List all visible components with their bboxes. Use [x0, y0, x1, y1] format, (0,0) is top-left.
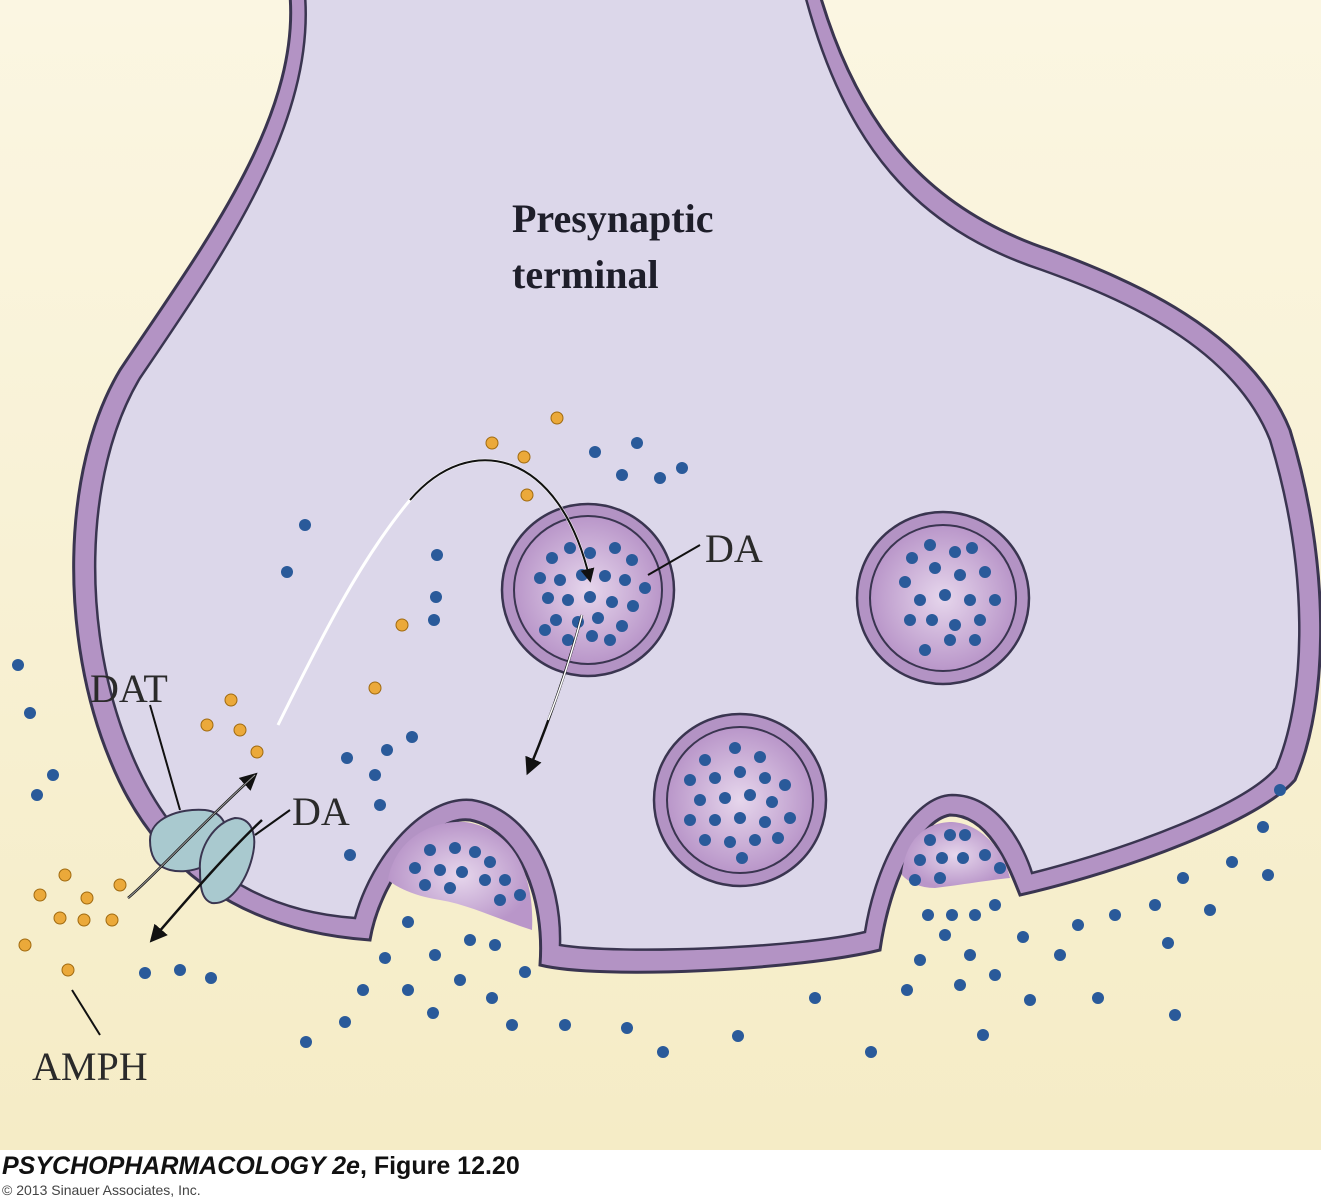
figure-caption: PSYCHOPHARMACOLOGY 2e, Figure 12.20 © 20… [0, 1150, 1321, 1200]
caption-figure: , Figure 12.20 [359, 1152, 520, 1180]
amph-to-vesicle-arrow-head [409, 459, 595, 583]
da-efflux-arrow [149, 819, 263, 943]
dat-leader [149, 704, 181, 811]
da-vesicle-label: DA [705, 526, 763, 571]
amph-influx-arrow-shadow [127, 774, 256, 899]
da-vesicle-leader [647, 544, 701, 576]
amph-label: AMPH [32, 1044, 148, 1089]
terminal-label-line1: Presynaptic [512, 196, 713, 241]
presynaptic-cytoplasm [94, 0, 1301, 951]
dopamine-dots [12, 437, 1286, 1058]
da-release-arrow-highlight [547, 614, 583, 721]
caption-copyright: © 2013 Sinauer Associates, Inc. [2, 1182, 201, 1198]
caption-title: PSYCHOPHARMACOLOGY 2e, Figure 12.20 [2, 1152, 520, 1181]
amph-leader [71, 989, 101, 1036]
da-transporter-label: DA [292, 789, 350, 834]
terminal-label-line2: terminal [512, 252, 659, 297]
caption-book: PSYCHOPHARMACOLOGY 2e [2, 1152, 360, 1180]
da-dat-leader [254, 809, 291, 836]
amphetamine-dots [18, 411, 564, 977]
dat-label: DAT [90, 666, 168, 711]
